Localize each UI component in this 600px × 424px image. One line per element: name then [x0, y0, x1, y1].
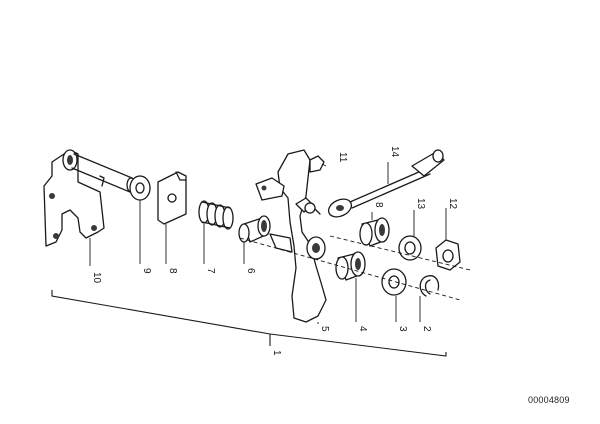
part-3-washer [381, 268, 407, 296]
callout-8: 8 [167, 268, 178, 274]
assembly-axis-lines [239, 235, 471, 301]
part-6-bushing [238, 215, 293, 253]
part-5-lever [255, 149, 327, 323]
part-13-washer [398, 235, 422, 261]
assembly-bracket [51, 290, 447, 357]
part-2-circlip [419, 275, 440, 297]
part-12-nut [435, 239, 461, 271]
callout-13: 13 [415, 198, 426, 210]
part-7-spring [198, 200, 234, 230]
callout-1: 1 [271, 350, 282, 356]
reference-code: 00004809 [528, 395, 570, 405]
callout-12: 12 [447, 198, 458, 210]
callout-10: 10 [91, 272, 102, 284]
part-8-plate [157, 171, 187, 225]
callout-6: 6 [245, 268, 256, 274]
leader-lines [89, 162, 447, 324]
part-4-bushing [335, 251, 366, 281]
part-14-linkage-rod [327, 149, 445, 218]
callout-14: 14 [389, 146, 400, 158]
callout-2: 2 [421, 326, 432, 332]
callout-5: 5 [319, 326, 330, 332]
callout-8-upper: 8 [373, 202, 384, 208]
callout-11: 11 [337, 152, 348, 163]
part-11-ball-joint [295, 197, 316, 214]
part-9-washer [129, 175, 151, 201]
callout-9: 9 [141, 268, 152, 274]
part-8b-bushing [359, 217, 390, 247]
callout-4: 4 [357, 326, 368, 332]
part-10-bracket-shaft [43, 149, 136, 247]
callout-3: 3 [397, 326, 408, 332]
callout-labels: 10 9 8 7 6 5 4 3 2 11 14 8 13 12 1 [91, 146, 458, 356]
callout-7: 7 [205, 268, 216, 274]
